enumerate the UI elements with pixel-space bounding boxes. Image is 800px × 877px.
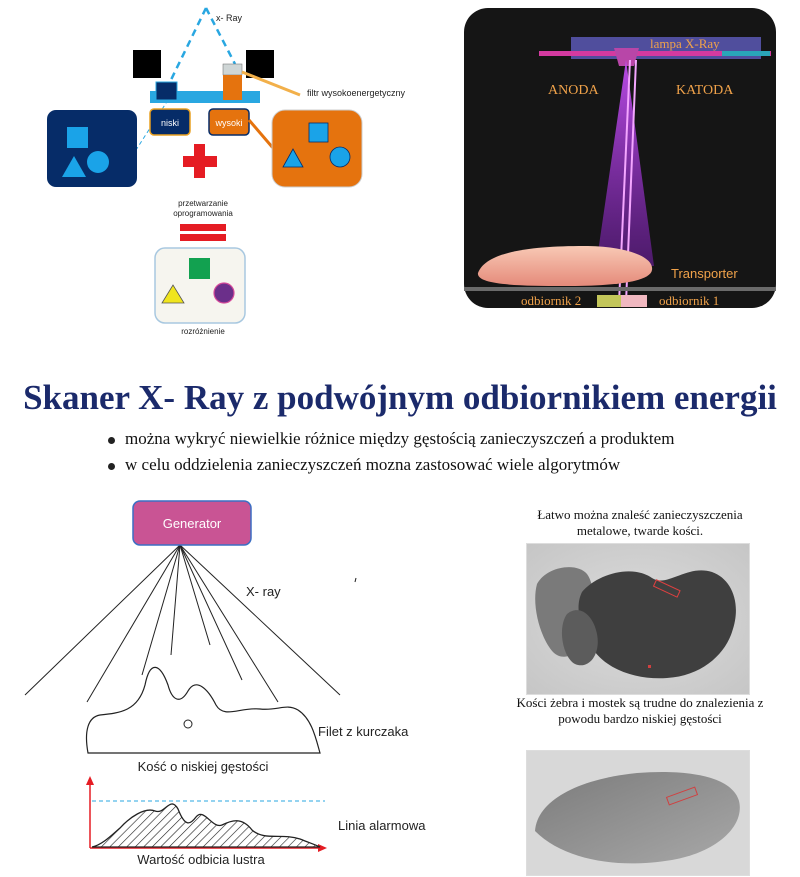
circle-shape-high: [329, 146, 351, 168]
x-axis-arrow-icon: [318, 844, 327, 852]
conveyor-transporter: [464, 287, 776, 291]
generator-label: Generator: [163, 516, 222, 531]
circle-shape-result: [213, 282, 235, 304]
result-image: [154, 247, 246, 324]
chicken-fillet-product: [477, 246, 653, 286]
low-density-bone: [183, 719, 193, 729]
high-connector: [247, 119, 275, 149]
transporter-label: Transporter: [671, 266, 738, 281]
circle-shape-low: [87, 151, 109, 173]
xray-beam-left: [166, 7, 208, 87]
lamp-rail: [539, 51, 771, 56]
fillet-body: [535, 771, 740, 864]
xray-rays: [24, 544, 341, 703]
anode-label: ANODA: [548, 83, 599, 98]
scanner-illustration: lampa X-Ray ANODA KATODA Transporter odb…: [464, 8, 776, 308]
processing-label-line1: przetwarzanie: [178, 199, 228, 208]
generator-box: [132, 500, 252, 546]
filter-label: filtr wysokoenergetyczny: [307, 88, 406, 98]
processing-label-line2: oprogramowania: [173, 209, 233, 218]
xray-photo-metal: [526, 543, 750, 695]
high-energy-image: [271, 109, 363, 188]
low-detector: [155, 81, 178, 101]
receiver-2-sensor: [597, 295, 621, 307]
dual-energy-diagram: x- Ray filtr wysokoenergetyczny niski wy…: [47, 7, 406, 336]
receiver-2-label: odbiornik 2: [521, 293, 581, 308]
lamp-head: [614, 48, 639, 66]
xray-beam-right: [204, 7, 237, 65]
bullet-dot-icon: [108, 462, 115, 470]
result-label: rozróżnienie: [181, 327, 225, 336]
bullet-item: w celu oddzielenia zanieczyszczeń mozna …: [108, 455, 674, 475]
high-detector: [223, 75, 242, 100]
xray-photo-rib: [526, 750, 750, 876]
signal-label: Wartość odbicia lustra: [137, 852, 265, 867]
small-tick-mark: [354, 577, 357, 583]
low-energy-image: [47, 110, 137, 187]
low-label-box: [149, 108, 191, 136]
receiver-1-sensor: [621, 295, 647, 307]
lamp-rail-end: [722, 51, 770, 56]
triangle-shape-low: [62, 156, 86, 177]
bullet-list: można wykryć niewielkie różnice między g…: [108, 429, 674, 481]
meat-main-body: [578, 570, 736, 679]
cathode-label: KATODA: [676, 83, 734, 98]
sensor-block-left: [133, 50, 161, 78]
rib-contaminant-marker: [665, 786, 699, 806]
y-axis-arrow-icon: [86, 776, 94, 785]
page-title: Skaner X- Ray z podwójnym odbiornikiem e…: [23, 378, 777, 417]
photo-1-caption: Łatwo można znaleść zanieczyszczenia met…: [537, 507, 743, 538]
bullet-item: można wykryć niewielkie różnice między g…: [108, 429, 674, 449]
receiver-1-label: odbiornik 1: [659, 293, 719, 308]
bone-label: Kość o niskiej gęstości: [138, 759, 269, 774]
square-shape-result: [189, 258, 210, 279]
generator-diagram: Generator X- ray Filet z kurczaka Kość o…: [24, 500, 426, 867]
filter-pointer: [241, 70, 301, 97]
triangle-shape-high: [282, 148, 304, 168]
triangle-shape-result: [161, 284, 185, 304]
equals-bottom: [180, 234, 226, 241]
high-filter: [222, 63, 243, 76]
metal-contaminant-marker: [652, 579, 681, 598]
fillet-label: Filet z kurczaka: [318, 724, 409, 739]
high-label: wysoki: [214, 118, 242, 128]
meat-shadow-region: [561, 610, 598, 666]
equals-top: [180, 224, 226, 231]
lamp-label: lampa X-Ray: [650, 36, 720, 51]
plus-horizontal: [183, 156, 217, 167]
sensor-block-right: [246, 50, 274, 78]
signal-curve: [91, 803, 321, 848]
xray-label: x- Ray: [216, 13, 243, 23]
photo-2-caption: Kości żebra i mostek są trudne do znalez…: [516, 695, 764, 726]
square-shape-high: [308, 122, 329, 143]
low-label: niski: [161, 118, 179, 128]
bone-contaminant-marker: [648, 665, 651, 668]
bullet-dot-icon: [108, 436, 115, 444]
chicken-fillet-outline: [85, 666, 321, 754]
xray-ray-label: X- ray: [246, 584, 281, 599]
square-shape-low: [67, 127, 88, 148]
alarm-label: Linia alarmowa: [338, 818, 426, 833]
